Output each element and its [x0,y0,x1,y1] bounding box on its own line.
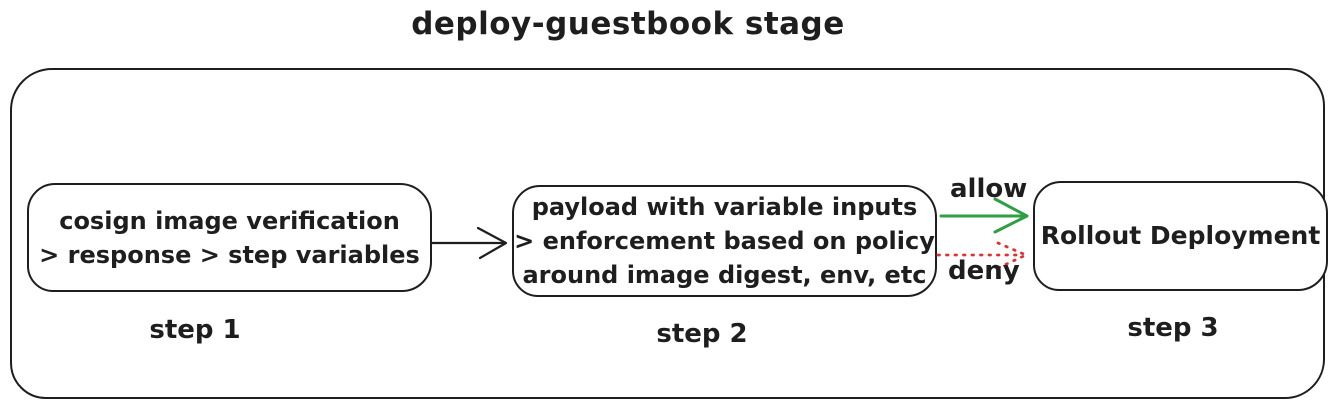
step2-text-line3: around image digest, env, etc [522,261,927,289]
allow-arrow-label: allow [950,174,1028,204]
step1-text-line2: > response > step variables [39,240,420,269]
step3-label: step 3 [1127,313,1219,343]
step2-box: payload with variable inputs > enforceme… [512,185,937,297]
step1-box: cosign image verification > response > s… [27,183,432,292]
step1-label: step 1 [149,315,241,345]
deny-arrow-label: deny [948,256,1020,286]
step2-text-line2: > enforcement based on policy [514,227,935,255]
step2-text-line1: payload with variable inputs [531,193,918,221]
step3-text-line1: Rollout Deployment [1040,221,1321,250]
step1-text-line1: cosign image verification [59,206,400,235]
step2-label: step 2 [656,319,748,349]
step3-box: Rollout Deployment [1033,181,1328,291]
diagram-title: deploy-guestbook stage [411,6,845,42]
